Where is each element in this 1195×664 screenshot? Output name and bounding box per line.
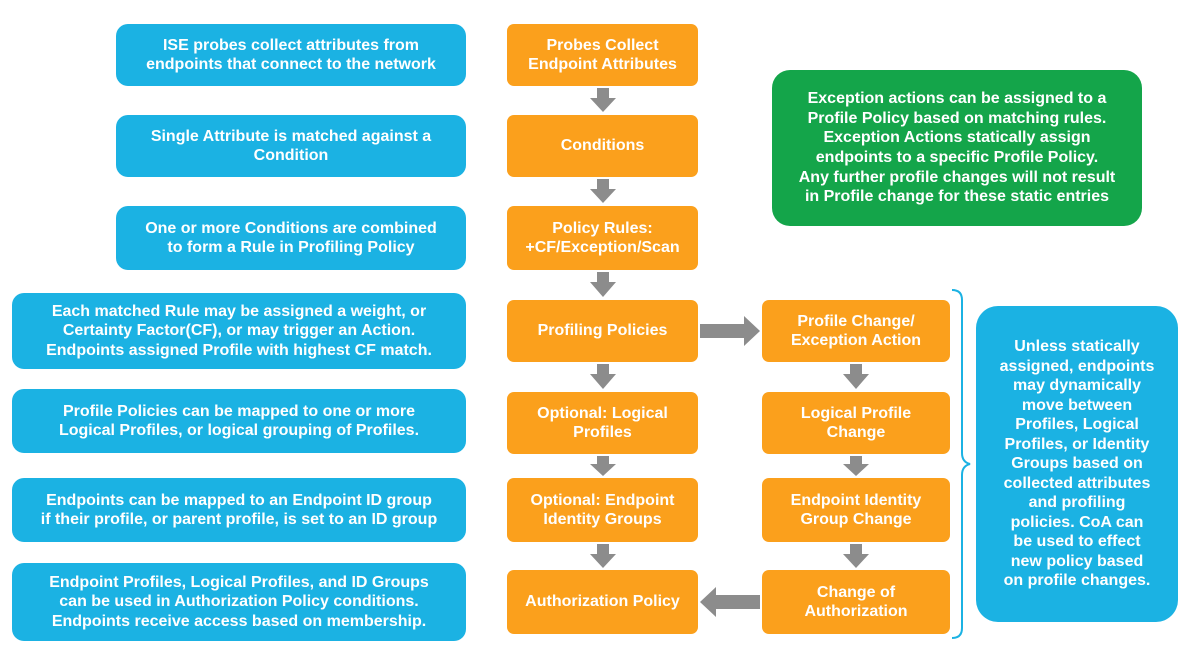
arrow-down-icon	[590, 272, 616, 297]
arrow-down-icon	[590, 364, 616, 389]
bracket-icon	[951, 289, 971, 639]
step-conditions: Conditions	[507, 115, 698, 177]
step-probes-collect: Probes Collect Endpoint Attributes	[507, 24, 698, 86]
step-identity-group-change: Endpoint Identity Group Change	[762, 478, 950, 542]
description-box-conditions: Single Attribute is matched against a Co…	[116, 115, 466, 177]
description-box-profiling: Each matched Rule may be assigned a weig…	[12, 293, 466, 369]
description-box-probes: ISE probes collect attributes from endpo…	[116, 24, 466, 86]
dynamic-note: Unless statically assigned, endpoints ma…	[976, 306, 1178, 622]
description-box-logical-profiles: Profile Policies can be mapped to one or…	[12, 389, 466, 453]
arrow-right-icon	[700, 316, 760, 346]
arrow-down-icon	[843, 364, 869, 389]
step-logical-profiles: Optional: Logical Profiles	[507, 392, 698, 454]
arrow-down-icon	[590, 456, 616, 476]
arrow-down-icon	[590, 544, 616, 568]
arrow-down-icon	[843, 456, 869, 476]
description-box-rules: One or more Conditions are combined to f…	[116, 206, 466, 270]
arrow-down-icon	[590, 88, 616, 112]
step-profiling-policies: Profiling Policies	[507, 300, 698, 362]
arrow-down-icon	[590, 179, 616, 203]
arrow-left-icon	[700, 587, 760, 617]
arrow-down-icon	[843, 544, 869, 568]
step-policy-rules: Policy Rules: +CF/Exception/Scan	[507, 206, 698, 270]
step-change-of-authorization: Change of Authorization	[762, 570, 950, 634]
description-box-authorization: Endpoint Profiles, Logical Profiles, and…	[12, 563, 466, 641]
description-box-identity-groups: Endpoints can be mapped to an Endpoint I…	[12, 478, 466, 542]
step-identity-groups: Optional: Endpoint Identity Groups	[507, 478, 698, 542]
exception-note: Exception actions can be assigned to a P…	[772, 70, 1142, 226]
step-logical-profile-change: Logical Profile Change	[762, 392, 950, 454]
step-profile-change: Profile Change/ Exception Action	[762, 300, 950, 362]
step-authorization-policy: Authorization Policy	[507, 570, 698, 634]
